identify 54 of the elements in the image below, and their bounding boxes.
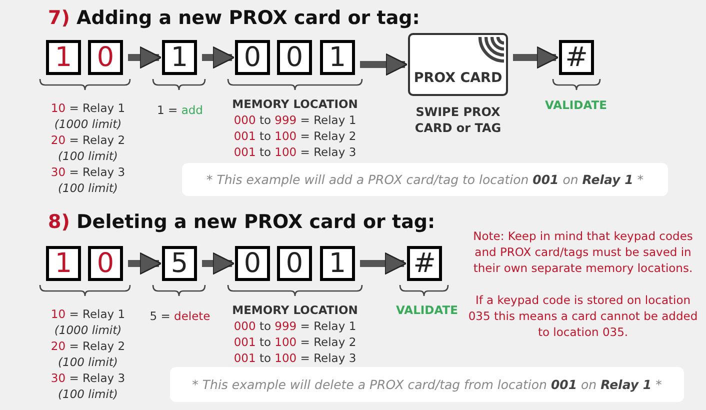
validate-text: VALIDATE	[395, 302, 459, 318]
relay-text: 30 = Relay 3	[50, 164, 126, 180]
section-heading: 7) Adding a new PROX card or tag:	[48, 6, 420, 31]
keypad-key: #	[559, 40, 594, 75]
note-text: Note: Keep in mind that keypad codes and PROX card/tags must be saved in their own separate memory locations.	[472, 228, 694, 276]
note-text: If a keypad code is stored on location 035 this means a card cannot be added to location 035.	[467, 292, 699, 340]
relay-text: 20 = Relay 2	[50, 132, 126, 148]
footnote-banner: * This example will delete a PROX card/tag from location 001 on Relay 1*	[170, 367, 684, 402]
keypad-key: 5	[162, 246, 197, 281]
function-text: 1 = add	[156, 102, 204, 118]
limit-text: (100 limit)	[57, 354, 119, 370]
keypad-key: 1	[46, 246, 81, 281]
keypad-key: 0	[88, 40, 123, 75]
prox-card	[408, 33, 508, 96]
limit-text: (1000 limit)	[53, 322, 123, 338]
keypad-key: 0	[235, 40, 270, 75]
range-text: 001 to 100 = Relay 2	[232, 334, 358, 350]
section-heading: 8) Deleting a new PROX card or tag:	[48, 210, 436, 235]
keypad-key: 1	[46, 40, 81, 75]
footnote-banner: * This example will add a PROX card/tag to location 001 on Relay 1*	[182, 163, 668, 196]
memory-heading: MEMORY LOCATION	[231, 96, 359, 112]
arrow	[128, 252, 162, 275]
limit-text: (100 limit)	[57, 180, 119, 196]
range-text: 000 to 999 = Relay 1	[232, 318, 358, 334]
limit-text: (100 limit)	[57, 148, 119, 164]
relay-text: 20 = Relay 2	[50, 338, 126, 354]
relay-text: 30 = Relay 3	[50, 370, 126, 386]
keypad-key: 0	[277, 246, 312, 281]
card-label: PROX CARD	[412, 70, 504, 86]
arrow	[202, 252, 235, 275]
arrow	[202, 46, 235, 69]
range-text: 001 to 100 = Relay 2	[232, 128, 358, 144]
relay-text: 10 = Relay 1	[50, 100, 126, 116]
arrow	[128, 46, 162, 69]
range-text: 001 to 100 = Relay 3	[232, 144, 358, 160]
arrow	[360, 252, 407, 275]
memory-heading: MEMORY LOCATION	[231, 302, 359, 318]
keypad-key: 1	[320, 246, 355, 281]
keypad-key: 1	[320, 40, 355, 75]
validate-text: VALIDATE	[544, 97, 608, 113]
limit-text: (100 limit)	[57, 386, 119, 402]
relay-text: 10 = Relay 1	[50, 306, 126, 322]
range-text: 000 to 999 = Relay 1	[232, 112, 358, 128]
arrow	[360, 53, 408, 76]
range-text: 001 to 100 = Relay 3	[232, 350, 358, 366]
card-caption: SWIPE PROX CARD or TAG	[414, 104, 502, 136]
keypad-key: 0	[235, 246, 270, 281]
function-text: 5 = delete	[148, 308, 212, 324]
arrow	[513, 46, 559, 69]
limit-text: (1000 limit)	[53, 116, 123, 132]
keypad-key: 0	[88, 246, 123, 281]
keypad-key: 0	[277, 40, 312, 75]
keypad-key: 1	[162, 40, 197, 75]
keypad-key: #	[407, 246, 442, 281]
